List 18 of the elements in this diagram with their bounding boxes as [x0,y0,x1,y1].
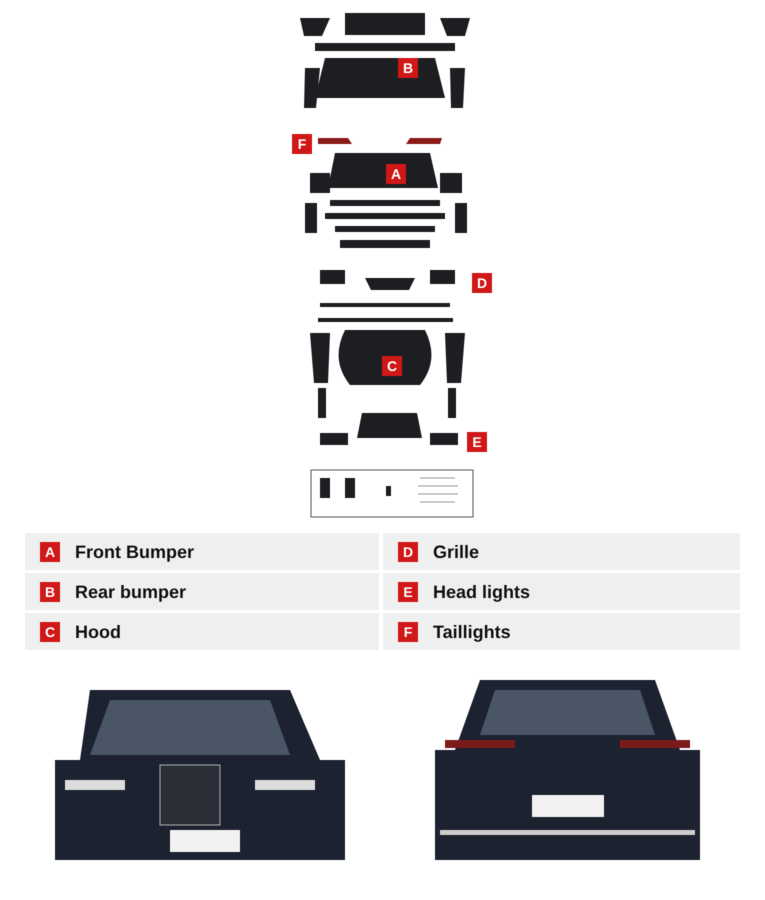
callout-letter: A [40,542,60,562]
callout-letter: F [398,622,418,642]
callout-letter: D [398,542,418,562]
callout-letter: C [382,356,402,376]
part-name: Head lights [433,581,530,603]
part-name: Taillights [433,621,511,643]
callout-letter: A [386,164,406,184]
callout-letter: B [398,58,418,78]
callout-letter: B [40,582,60,602]
callout-letter: D [472,273,492,293]
callout-letter: F [292,134,312,154]
callout-letter: E [398,582,418,602]
part-name: Front Bumper [75,541,194,563]
callout-letter: C [40,622,60,642]
callout-letter: E [467,432,487,452]
part-name: Rear bumper [75,581,186,603]
part-name: Grille [433,541,480,563]
part-name: Hood [75,621,121,643]
